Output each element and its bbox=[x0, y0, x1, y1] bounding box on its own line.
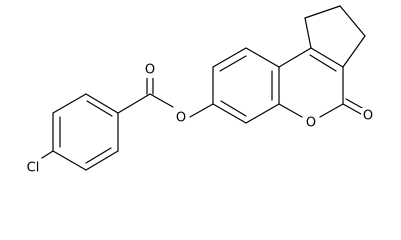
ring-oxygen-atom: O bbox=[303, 115, 318, 131]
carbonyl-oxygen-atom: O bbox=[143, 62, 157, 78]
bond bbox=[117, 93, 151, 114]
label-bg bbox=[143, 62, 157, 78]
bond bbox=[304, 5, 341, 19]
bond bbox=[319, 103, 344, 118]
bond bbox=[245, 47, 280, 68]
bond bbox=[212, 103, 247, 124]
bond bbox=[278, 103, 303, 118]
bond bbox=[85, 150, 119, 171]
atom-label: O bbox=[363, 109, 373, 124]
label-bg bbox=[361, 108, 376, 124]
label-bg bbox=[22, 160, 44, 176]
bond bbox=[339, 5, 366, 37]
atom-label: Cl bbox=[27, 161, 40, 176]
bond bbox=[85, 93, 119, 114]
bond bbox=[220, 100, 247, 117]
bond bbox=[52, 93, 87, 114]
bond bbox=[149, 93, 174, 108]
atom-label: O bbox=[145, 63, 155, 78]
bond bbox=[86, 100, 113, 117]
bond bbox=[309, 54, 337, 72]
chlorine-atom: Cl bbox=[22, 160, 44, 176]
bond bbox=[245, 103, 280, 124]
atom-label: O bbox=[176, 111, 186, 126]
bond bbox=[345, 98, 365, 110]
atom-labels: O O O O Cl bbox=[22, 62, 376, 176]
bond bbox=[52, 150, 87, 171]
bond bbox=[342, 35, 366, 68]
bond bbox=[212, 47, 247, 68]
lactone-carbonyl-oxygen-atom: O bbox=[361, 108, 376, 124]
bond bbox=[41, 150, 54, 159]
bond bbox=[219, 55, 247, 72]
bond bbox=[85, 147, 112, 164]
bond bbox=[304, 17, 312, 49]
chemical-structure: O O O O Cl bbox=[22, 5, 376, 176]
ester-oxygen-atom: O bbox=[174, 110, 189, 126]
label-bg bbox=[303, 115, 318, 131]
bond bbox=[189, 103, 214, 118]
label-bg bbox=[174, 110, 189, 126]
atom-label: O bbox=[306, 116, 316, 131]
bonds bbox=[41, 5, 366, 171]
structure-canvas: O O O O Cl bbox=[22, 5, 376, 176]
bond bbox=[310, 47, 344, 68]
bond bbox=[342, 103, 362, 115]
bond bbox=[278, 47, 312, 68]
